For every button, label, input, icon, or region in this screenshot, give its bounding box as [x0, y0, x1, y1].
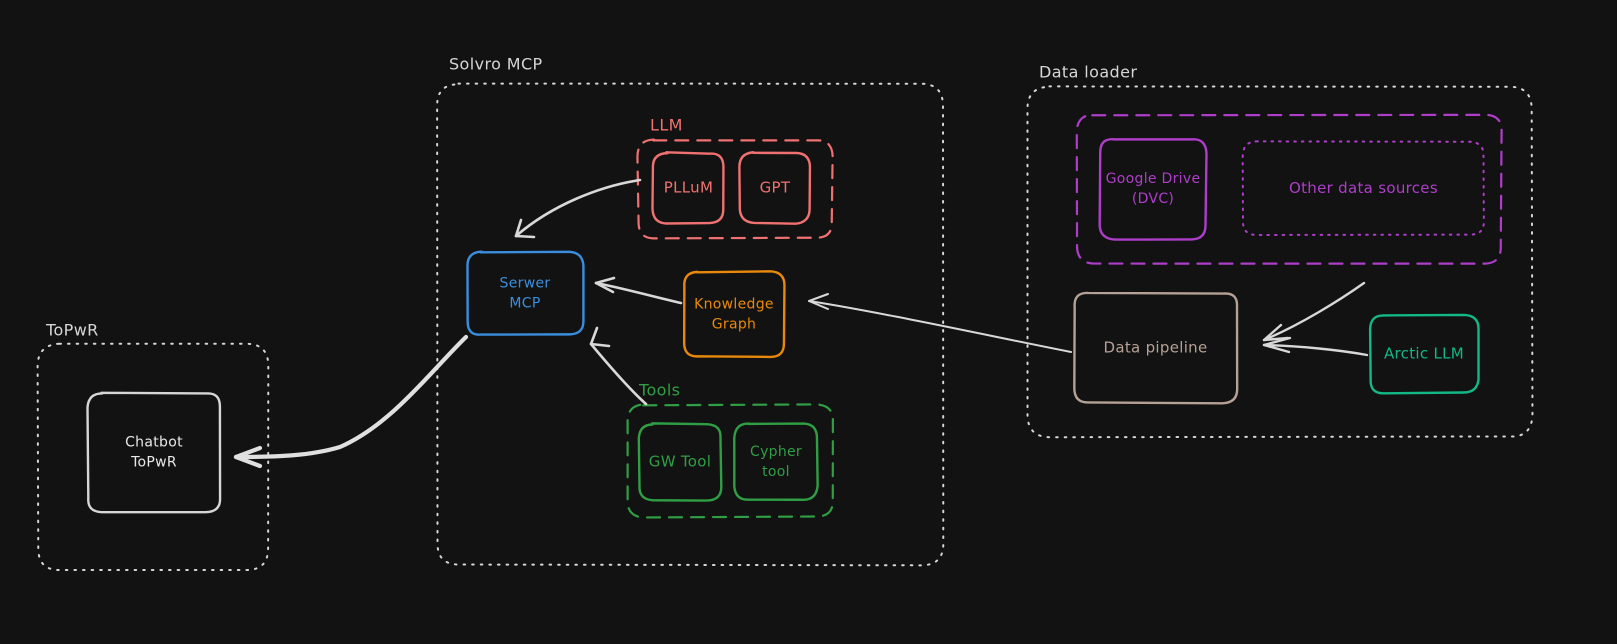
node-arctic-llm[interactable]: Arctic LLM [1368, 313, 1480, 395]
node-label-serwer-mcp: Serwer [500, 276, 551, 292]
edge-tools-to-serwer [589, 342, 648, 406]
node-gpt[interactable]: GPT [738, 151, 812, 225]
group-label-llm: LLM [650, 116, 683, 135]
node-box-knowledge-graph [682, 270, 786, 359]
group-llm [636, 138, 834, 240]
node-label-knowledge-graph: Knowledge [694, 297, 774, 313]
node-label-chatbot-topwr: ToPwR [130, 455, 177, 471]
cluster-label-topwr: ToPwR [45, 321, 99, 340]
arrowhead-serwer-to-chatbot [233, 445, 263, 469]
node-label-chatbot-topwr: Chatbot [125, 435, 183, 451]
node-label-data-pipeline: Data pipeline [1104, 339, 1208, 357]
node-label-cypher-tool: Cypher [750, 444, 802, 460]
edge-kg-to-serwer [594, 281, 683, 305]
node-cypher-tool[interactable]: Cypher tool [733, 422, 819, 501]
node-label-gpt: GPT [760, 179, 791, 197]
node-label-other-data-sources: Other data sources [1289, 179, 1438, 197]
node-box-pllum [651, 151, 725, 225]
node-label-google-drive-dvc: Google Drive [1106, 171, 1201, 187]
edge-pipeline-to-kg [808, 300, 1072, 353]
cluster-data-loader [1026, 85, 1534, 439]
group-label-tools: Tools [638, 381, 680, 400]
arrowhead-gdrive-to-pipeline [1262, 323, 1290, 342]
node-box-gpt [738, 151, 812, 225]
arrowhead-pipeline-to-kg [808, 293, 829, 310]
cluster-label-solvro-mcp: Solvro MCP [449, 55, 543, 74]
edge-layer [233, 178, 1369, 469]
node-label-google-drive-dvc: (DVC) [1132, 191, 1174, 207]
node-label-arctic-llm: Arctic LLM [1384, 345, 1464, 363]
edge-gdrive-to-pipeline [1262, 281, 1366, 342]
node-box-arctic-llm [1368, 313, 1480, 395]
node-box-google-drive-dvc [1098, 138, 1208, 241]
edge-serwer-to-chatbot [233, 334, 469, 460]
node-other-data-sources[interactable]: Other data sources [1241, 140, 1485, 236]
node-gw-tool[interactable]: GW Tool [637, 422, 723, 502]
cluster-solvro-mcp [436, 82, 945, 567]
node-box-other-data-sources [1241, 140, 1485, 236]
node-label-serwer-mcp: MCP [509, 296, 540, 312]
group-layer: LLM Tools [626, 113, 1503, 519]
edge-arctic-to-pipeline [1262, 343, 1369, 357]
arrowhead-llm-to-serwer [514, 218, 536, 239]
node-box-data-pipeline [1073, 291, 1239, 405]
node-box-chatbot-topwr [86, 391, 222, 514]
cluster-layer: ToPwR Solvro MCP Data loader [36, 55, 1534, 572]
cluster-topwr [36, 342, 270, 572]
node-box-serwer-mcp [466, 250, 585, 336]
arrowhead-tools-to-serwer [589, 326, 611, 348]
node-google-drive-dvc[interactable]: Google Drive (DVC) [1098, 138, 1208, 241]
arrowhead-kg-to-serwer [594, 276, 616, 294]
node-pllum[interactable]: PLLuM [651, 151, 725, 225]
node-label-cypher-tool: tool [762, 464, 790, 480]
node-box-cypher-tool [733, 422, 819, 501]
node-box-gw-tool [637, 422, 723, 502]
arrowhead-arctic-to-pipeline [1262, 336, 1292, 354]
node-label-pllum: PLLuM [664, 179, 713, 197]
node-label-knowledge-graph: Graph [712, 317, 756, 333]
node-data-pipeline[interactable]: Data pipeline [1073, 291, 1239, 405]
cluster-label-data-loader: Data loader [1039, 63, 1137, 82]
group-data-sources [1075, 113, 1503, 265]
edge-llm-to-serwer [514, 178, 642, 238]
node-label-gw-tool: GW Tool [649, 453, 711, 471]
